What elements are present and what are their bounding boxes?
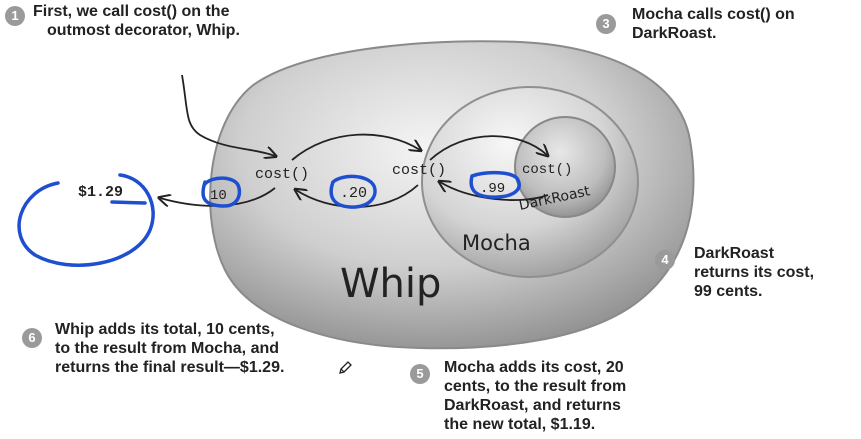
callout-1-line1: First, we call cost() on the (33, 3, 230, 20)
step-3-badge: 3 (596, 14, 616, 34)
callout-1-line2: outmost decorator, Whip. (47, 22, 240, 39)
callout-3: Mocha calls cost() on DarkRoast. (632, 5, 795, 43)
callout-5-line4: the new total, $1.19. (444, 416, 596, 433)
call-arrow-mocha (291, 133, 420, 161)
callout-5-line3: DarkRoast, and returns (444, 397, 621, 414)
whip-label: Whip (340, 261, 441, 307)
callout-4: DarkRoast returns its cost, 99 cents. (694, 244, 814, 301)
blue-underline-final (110, 200, 147, 205)
final-total-label: $1.29 (78, 184, 123, 201)
blue-circle-10 (201, 176, 242, 208)
callout-4-line3: 99 cents. (694, 283, 763, 300)
callout-6: Whip adds its total, 10 cents, to the re… (55, 320, 284, 377)
darkroast-bubble (514, 116, 616, 218)
value-label-whip: 10 (210, 188, 227, 204)
callout-5-line1: Mocha adds its cost, 20 (444, 359, 624, 376)
pencil-icon (339, 361, 352, 374)
return-arrow-darkroast (440, 182, 549, 201)
callout-3-line1: Mocha calls cost() on (632, 6, 795, 23)
step-4-badge: 4 (655, 250, 675, 270)
call-arrow-whip (181, 74, 275, 156)
callout-6-line1: Whip adds its total, 10 cents, (55, 321, 275, 338)
blue-loop-final (17, 173, 155, 267)
step-1-badge: 1 (5, 6, 25, 26)
blue-circle-99 (469, 170, 521, 199)
cost-label-mocha: cost() (392, 162, 446, 179)
call-arrow-darkroast (429, 135, 547, 161)
value-label-mocha: .20 (340, 185, 367, 202)
callout-4-line1: DarkRoast (694, 245, 775, 262)
cost-label-darkroast: cost() (522, 162, 572, 178)
callout-5: Mocha adds its cost, 20 cents, to the re… (444, 358, 626, 434)
mocha-label: Mocha (462, 231, 531, 255)
callout-5-line2: cents, to the result from (444, 378, 627, 395)
callout-4-line2: returns its cost, (694, 264, 815, 281)
callout-3-line2: DarkRoast. (632, 25, 717, 42)
step-5-badge: 5 (410, 364, 430, 384)
callout-1: First, we call cost() on the outmost dec… (33, 2, 240, 40)
callout-6-line3: returns the final result—$1.29. (55, 359, 285, 376)
step-6-badge: 6 (22, 328, 42, 348)
value-label-darkroast: .99 (480, 181, 505, 197)
cost-label-whip: cost() (255, 166, 309, 183)
blue-circle-20 (329, 174, 377, 209)
callout-6-line2: to the result from Mocha, and (55, 340, 280, 357)
